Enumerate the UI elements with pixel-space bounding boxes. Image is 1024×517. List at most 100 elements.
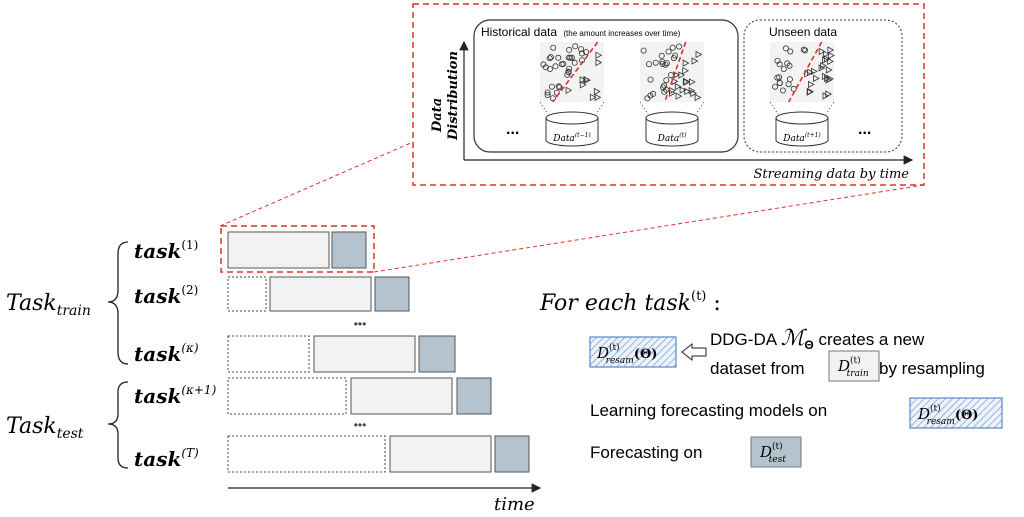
triangle-point — [827, 46, 835, 54]
circle-point — [658, 52, 665, 59]
circle-point — [540, 61, 547, 68]
ellipsis-left: ... — [506, 121, 519, 138]
triangle-point — [691, 57, 699, 65]
historical-title: Historical data (the amount increases ov… — [481, 25, 681, 39]
circle-point — [647, 76, 654, 83]
dots-train: ••• — [354, 317, 367, 331]
circle-point — [802, 47, 809, 54]
test-brace — [107, 381, 129, 469]
circle-point — [787, 48, 794, 55]
triangle-point — [595, 58, 603, 67]
ellipsis-right: ... — [858, 121, 871, 138]
desc-line-2-a: dataset from — [710, 359, 805, 378]
circle-point — [776, 74, 783, 81]
test-box — [750, 436, 802, 468]
circle-point — [568, 54, 575, 61]
desc-line-3: Learning forecasting models on — [590, 401, 827, 420]
cyl-sup: (t+1) — [805, 132, 822, 139]
arrow-left-icon — [681, 342, 707, 362]
circle-point — [556, 84, 563, 91]
circle-point — [659, 61, 666, 68]
task1-highlight — [220, 225, 375, 273]
cyl-label: Data — [552, 134, 575, 144]
task-label-1: task(1) — [134, 238, 198, 263]
circle-point — [555, 54, 562, 61]
circle-point — [567, 54, 574, 61]
triangle-point — [823, 55, 831, 63]
circle-point — [646, 61, 653, 68]
taskk-unused-box — [227, 335, 310, 373]
circle-point — [579, 50, 586, 57]
taskT-test-box — [494, 435, 530, 473]
task1-test-box — [331, 231, 367, 269]
task-train-label: Tasktrain — [6, 291, 91, 319]
circle-point — [785, 81, 792, 88]
circle-point — [566, 46, 573, 53]
triangle-point — [682, 67, 690, 75]
triangle-point — [583, 75, 591, 84]
triangle-point — [690, 89, 698, 98]
task2-train-box — [269, 276, 372, 312]
historical-box — [473, 19, 739, 153]
triangle-point — [827, 57, 834, 66]
time-label: time — [494, 494, 535, 515]
svg-text:Data(t): Data(t) — [657, 132, 687, 144]
circle-point — [652, 59, 659, 66]
taskk1-test-box — [456, 377, 492, 415]
circle-point — [672, 52, 679, 59]
circle-point — [552, 63, 559, 70]
unseen-box — [743, 19, 903, 153]
circle-point — [776, 61, 783, 68]
circle-point — [780, 66, 787, 73]
triangle-point — [683, 78, 691, 86]
inset-frame — [412, 3, 925, 186]
inset-connectors — [539, 101, 835, 115]
triangle-point — [684, 87, 692, 96]
circle-point — [566, 65, 573, 72]
cylinder-t-plus-1: Data(t+1) — [775, 111, 829, 147]
cyl-label: Data — [782, 134, 805, 144]
circle-point — [555, 83, 562, 90]
cylinder-t-minus-1: Data(t−1) — [545, 111, 599, 147]
triangle-point — [679, 86, 687, 94]
triangle-point — [811, 67, 818, 75]
circle-point — [776, 80, 783, 87]
taskT-unused-box — [227, 435, 386, 473]
decision-boundary — [663, 41, 687, 103]
triangle-point — [807, 87, 814, 96]
train-box — [828, 350, 880, 382]
circle-point — [558, 61, 565, 68]
resam-label-2: D(t)resam(Θ) — [917, 403, 978, 427]
circle-point — [663, 77, 670, 84]
circle-point — [548, 83, 555, 90]
triangle-point — [808, 80, 815, 89]
resam-box-1 — [589, 336, 677, 368]
triangle-point — [675, 92, 683, 100]
desc-line-1: DDG-DA ℳΘ creates a new — [710, 326, 925, 352]
svg-text:Data(t+1): Data(t+1) — [782, 132, 821, 144]
circle-point — [782, 45, 789, 52]
triangle-point — [682, 77, 690, 85]
triangle-point — [828, 51, 835, 60]
decision-boundary — [552, 41, 599, 103]
circle-point — [661, 82, 668, 89]
train-label: D(t)train — [837, 355, 869, 379]
circle-point — [662, 61, 669, 68]
circle-point — [583, 49, 590, 56]
scatter-panel-t-minus-1 — [540, 41, 604, 103]
circle-point — [565, 68, 572, 75]
triangle-point — [565, 86, 573, 94]
triangle-point — [694, 93, 702, 102]
triangle-point — [825, 66, 833, 74]
decision-boundary — [787, 41, 823, 103]
circle-point — [665, 48, 672, 55]
inset-y-label-1: Data — [430, 98, 445, 133]
triangle-point — [818, 47, 826, 56]
circle-point — [669, 44, 676, 51]
cyl-sup: (t−1) — [575, 132, 592, 139]
triangle-point — [674, 82, 682, 91]
triangle-point — [579, 81, 587, 89]
desc-line-4: Forecasting on — [590, 443, 702, 462]
triangle-point — [579, 76, 587, 84]
